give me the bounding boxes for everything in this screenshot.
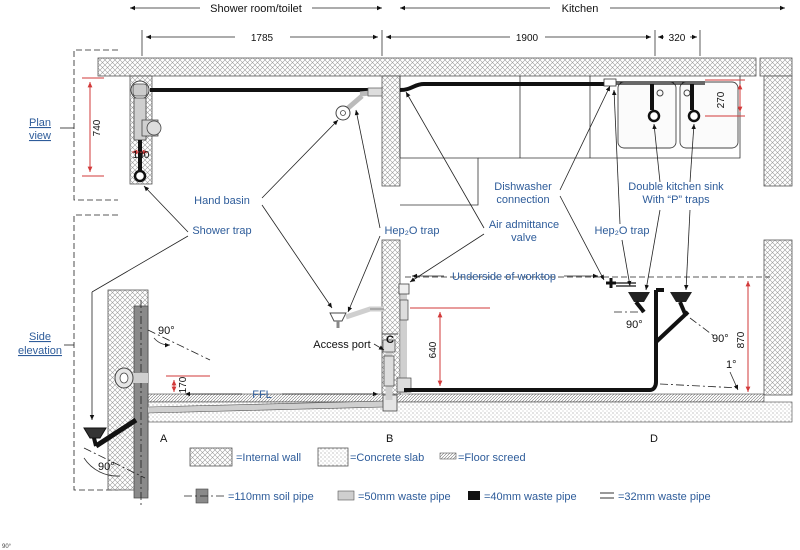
legend-concrete-slab: =Concrete slab bbox=[350, 452, 424, 464]
dim-1785: 1785 bbox=[251, 33, 274, 44]
plan-top-wall bbox=[97, 57, 757, 77]
50mm-floor-waste bbox=[147, 401, 387, 413]
side-elevation-label-2: elevation bbox=[18, 345, 62, 357]
sink-bowl-right bbox=[679, 81, 739, 149]
dim-1900: 1900 bbox=[516, 33, 539, 44]
wc-trap bbox=[83, 427, 107, 439]
side-sink-trap-left bbox=[628, 292, 650, 302]
legend-50mm: =50mm waste pipe bbox=[358, 491, 451, 503]
legend-floor-screed: =Floor screed bbox=[458, 452, 526, 464]
plan-sink-trap-left bbox=[647, 109, 661, 123]
legend-40mm: =40mm waste pipe bbox=[484, 491, 577, 503]
legend-40mm-swatch bbox=[468, 491, 480, 500]
zone-kitchen: Kitchen bbox=[562, 3, 599, 15]
label-air-admittance-1: Air admittance bbox=[489, 219, 559, 231]
zone-headers: Shower room/toilet Kitchen bbox=[130, 3, 785, 15]
dim-270: 270 bbox=[716, 91, 727, 108]
dim-640: 640 bbox=[428, 341, 439, 358]
angle-90-sink-left: 90° bbox=[626, 319, 643, 331]
legend-internal-wall-swatch bbox=[189, 447, 233, 467]
label-hand-basin: Hand basin bbox=[194, 195, 250, 207]
label-air-admittance-2: valve bbox=[511, 232, 537, 244]
angle-90-sink-right: 90° bbox=[712, 333, 729, 345]
sink-bowl-left bbox=[617, 81, 677, 149]
angle-90-wc: 90° bbox=[98, 461, 115, 473]
floor-screed bbox=[147, 393, 765, 403]
label-hepvo-2: Hep₂O trap bbox=[594, 225, 649, 237]
legend-concrete-slab-swatch bbox=[317, 447, 349, 467]
angle-90-soil: 90° bbox=[158, 325, 175, 337]
label-dishwasher-2: connection bbox=[496, 194, 549, 206]
plan-view-label-1: Plan bbox=[29, 117, 51, 129]
ffl-label: FFL bbox=[252, 389, 272, 401]
dim-320: 320 bbox=[669, 33, 686, 44]
legend: =Internal wall =Concrete slab =Floor scr… bbox=[184, 447, 711, 504]
label-double-sink-2: With “P” traps bbox=[642, 194, 710, 206]
dim-170: 170 bbox=[178, 376, 189, 393]
side-sink-trap-right bbox=[670, 292, 692, 302]
side-elevation: Side elevation bbox=[18, 214, 793, 505]
legend-32mm: =32mm waste pipe bbox=[618, 491, 711, 503]
plan-view-label-2: view bbox=[29, 130, 51, 142]
section-d: D bbox=[650, 433, 658, 445]
section-c: C bbox=[386, 334, 394, 346]
air-admittance-valve bbox=[398, 283, 410, 295]
plan-view: Plan view bbox=[29, 49, 793, 206]
plan-sink-trap-right bbox=[687, 109, 701, 123]
label-shower-trap: Shower trap bbox=[192, 225, 251, 237]
legend-internal-wall: =Internal wall bbox=[236, 452, 301, 464]
label-hepvo-1: Hep₂O trap bbox=[384, 225, 439, 237]
legend-50mm-swatch bbox=[337, 490, 355, 501]
40mm-floor-waste bbox=[404, 290, 658, 392]
plan-wall-b bbox=[381, 75, 401, 187]
side-elevation-label-1: Side bbox=[29, 331, 51, 343]
callouts: Hand basin Shower trap Hep₂O trap Air ad… bbox=[89, 85, 724, 420]
dim-740: 740 bbox=[92, 119, 103, 136]
top-dimensions: 1785 1900 320 bbox=[141, 30, 701, 56]
angle-90-tiny: 90° bbox=[2, 544, 12, 550]
plan-shower-trap bbox=[133, 169, 147, 183]
label-dishwasher-1: Dishwasher bbox=[494, 181, 552, 193]
label-access-port: Access port bbox=[313, 339, 370, 351]
section-b: B bbox=[386, 433, 393, 445]
label-underside-worktop: Underside of worktop bbox=[452, 271, 556, 283]
label-double-sink-1: Double kitchen sink bbox=[628, 181, 724, 193]
angle-1-fall: 1° bbox=[726, 359, 737, 371]
dim-180: 180 bbox=[133, 150, 150, 161]
dim-870: 870 bbox=[736, 331, 747, 348]
section-a: A bbox=[160, 433, 168, 445]
dishwasher-connection-side bbox=[606, 278, 616, 288]
legend-floor-screed-swatch bbox=[439, 452, 457, 460]
zone-shower-room: Shower room/toilet bbox=[210, 3, 302, 15]
legend-soil-pipe: =110mm soil pipe bbox=[228, 491, 314, 503]
